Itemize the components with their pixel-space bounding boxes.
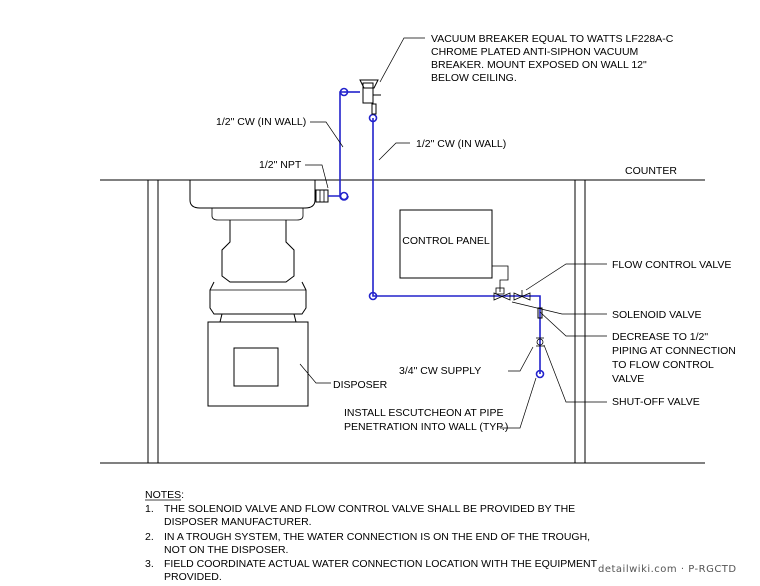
- note-2-line-1: IN A TROUGH SYSTEM, THE WATER CONNECTION…: [164, 531, 590, 543]
- note-1-number: 1.: [145, 503, 154, 515]
- vacuum-breaker-label-4: BELOW CEILING.: [431, 72, 517, 84]
- note-3-line-2: PROVIDED.: [164, 571, 222, 583]
- leader-lines: [299, 37, 607, 429]
- counter-label: COUNTER: [625, 165, 677, 177]
- note-1-line-2: DISPOSER MANUFACTURER.: [164, 516, 312, 528]
- solenoid-valve-label: SOLENOID VALVE: [612, 309, 701, 321]
- vacuum-breaker: [359, 79, 381, 115]
- water-piping: [328, 87, 545, 379]
- note-2-number: 2.: [145, 531, 154, 543]
- notes-block: NOTES: 1. THE SOLENOID VALVE AND FLOW CO…: [145, 489, 598, 583]
- note-1-line-1: THE SOLENOID VALVE AND FLOW CONTROL VALV…: [164, 503, 575, 515]
- cw-supply-label: 3/4" CW SUPPLY: [399, 365, 481, 377]
- disposer-unit: [189, 180, 329, 407]
- escutcheon-label-1: INSTALL ESCUTCHEON AT PIPE: [344, 407, 503, 419]
- vacuum-breaker-label-3: BREAKER. MOUNT EXPOSED ON WALL 12": [431, 59, 647, 71]
- decrease-label-2: PIPING AT CONNECTION: [612, 345, 736, 357]
- npt-label: 1/2" NPT: [259, 159, 302, 171]
- decrease-label-1: DECREASE TO 1/2": [612, 331, 708, 343]
- disposer-label: DISPOSER: [333, 379, 388, 391]
- note-2-line-2: NOT ON THE DISPOSER.: [164, 544, 288, 556]
- flow-control-valve-label: FLOW CONTROL VALVE: [612, 259, 731, 271]
- counter: [100, 179, 705, 464]
- note-3-number: 3.: [145, 558, 154, 570]
- vacuum-breaker-label-2: CHROME PLATED ANTI-SIPHON VACUUM: [431, 46, 638, 58]
- watermark: detailwiki.com · P-RGCTD: [598, 564, 737, 575]
- decrease-label-4: VALVE: [612, 373, 644, 385]
- notes-heading: NOTES:: [145, 489, 184, 501]
- escutcheon-label-2: PENETRATION INTO WALL (TYP.): [344, 421, 508, 433]
- control-panel-label: CONTROL PANEL: [402, 235, 490, 247]
- note-3-line-1: FIELD COORDINATE ACTUAL WATER CONNECTION…: [164, 558, 598, 570]
- shutoff-valve-label: SHUT-OFF VALVE: [612, 396, 700, 408]
- vacuum-breaker-label-1: VACUUM BREAKER EQUAL TO WATTS LF228A-C: [431, 33, 674, 45]
- decrease-label-3: TO FLOW CONTROL: [612, 359, 714, 371]
- cw-in-wall-right-label: 1/2" CW (IN WALL): [416, 138, 506, 150]
- control-panel: CONTROL PANEL: [399, 209, 509, 292]
- cw-in-wall-left-label: 1/2" CW (IN WALL): [216, 116, 306, 128]
- valve-assembly: [493, 287, 544, 347]
